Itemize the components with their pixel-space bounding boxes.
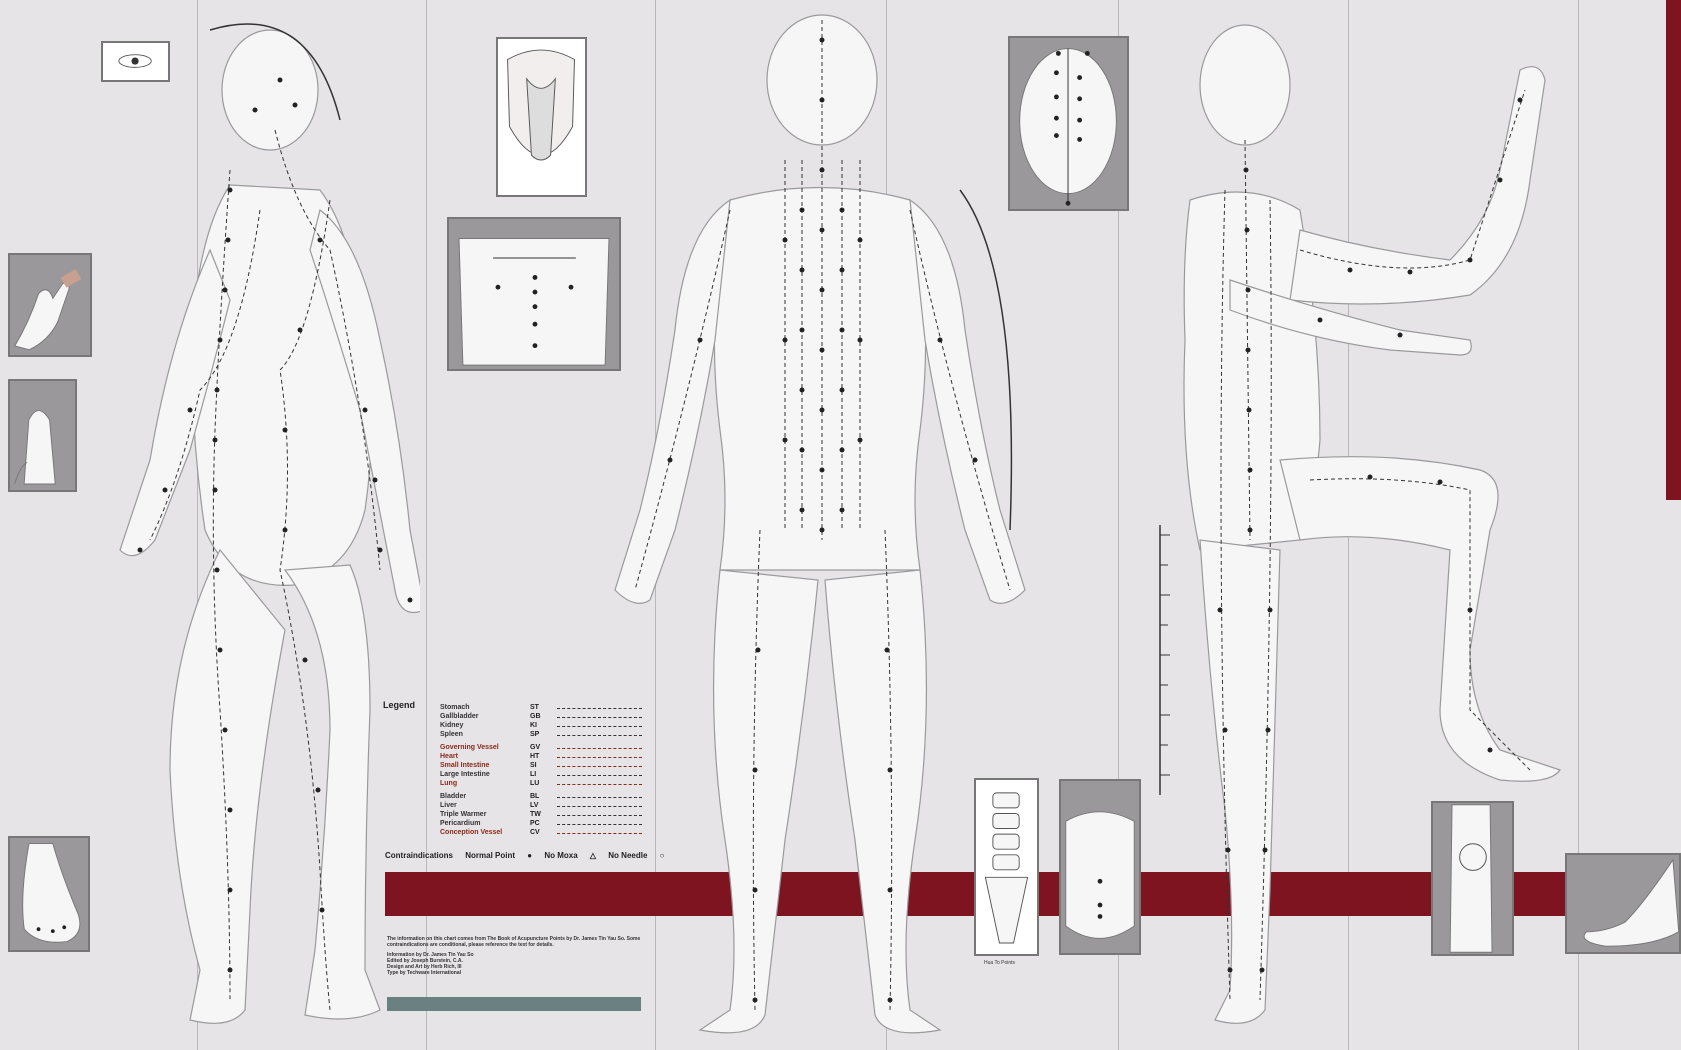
foot-inset-right <box>1565 853 1681 954</box>
legend-entry: Stomach ST <box>440 704 650 713</box>
legend-entry-abbr: GB <box>530 713 541 720</box>
head-top-inset <box>1008 36 1129 211</box>
side-view-figure <box>80 10 420 1050</box>
legend-entry: Heart HT <box>440 753 650 762</box>
legend-entry-name: Liver <box>440 802 457 809</box>
legend-title: Legend <box>383 700 415 710</box>
legend-entry-name: Stomach <box>440 704 470 711</box>
legend-entry-line <box>557 833 642 834</box>
legend-entry-abbr: LI <box>530 771 536 778</box>
credits: The information on this chart comes from… <box>387 936 642 976</box>
right-arm <box>910 200 1025 603</box>
legend-entry-name: Bladder <box>440 793 466 800</box>
legend-entry: Lung LU <box>440 780 650 789</box>
legend-entry-abbr: TW <box>530 811 541 818</box>
spine-inset <box>974 778 1039 956</box>
thumb-inset <box>8 379 77 492</box>
hua-to-caption: Hua To Points <box>984 960 1015 966</box>
legend-entry-name: Conception Vessel <box>440 829 502 836</box>
right-leg <box>825 570 940 1033</box>
legend-entry-name: Small Intestine <box>440 762 489 769</box>
legend-entry: Spleen SP <box>440 731 650 740</box>
legend-entry: Small Intestine SI <box>440 762 650 771</box>
hand-inset <box>8 253 92 357</box>
legend-entry-line <box>557 775 642 776</box>
legend-entry-line <box>557 757 642 758</box>
legend-entry-abbr: SI <box>530 762 537 769</box>
legend-entry-name: Gallbladder <box>440 713 479 720</box>
legend-entry: Gallbladder GB <box>440 713 650 722</box>
raised-leg <box>1280 457 1560 782</box>
legend-entry: Kidney KI <box>440 722 650 731</box>
measurement-ruler <box>1150 525 1190 795</box>
legend-entry-abbr: SP <box>530 731 539 738</box>
normal-point-key: Normal Point ● <box>465 851 532 860</box>
knee-inset <box>1431 801 1514 956</box>
front-leg <box>285 565 380 1019</box>
legend-entry-line <box>557 806 642 807</box>
legend-entry-name: Kidney <box>440 722 463 729</box>
legend-entry-line <box>557 748 642 749</box>
legend-entry-name: Triple Warmer <box>440 811 486 818</box>
legend-entry-abbr: HT <box>530 753 539 760</box>
credits-source: The information on this chart comes from… <box>387 936 642 948</box>
legend-entry-line <box>557 784 642 785</box>
legend-entry-line <box>557 735 642 736</box>
chest-inset <box>447 217 621 371</box>
mouth-inset <box>496 37 587 197</box>
legend-entry-abbr: GV <box>530 744 540 751</box>
left-leg <box>700 570 818 1033</box>
legend-entry-abbr: LV <box>530 802 538 809</box>
legend-entry: Conception Vessel CV <box>440 829 650 838</box>
legend-entry-name: Pericardium <box>440 820 480 827</box>
contraindications-title: Contraindications <box>385 851 453 860</box>
legend-entry-line <box>557 797 642 798</box>
legend-entry: Large Intestine LI <box>440 771 650 780</box>
legend-entry-line <box>557 717 642 718</box>
legend-entry-abbr: PC <box>530 820 540 827</box>
legend-entry-abbr: CV <box>530 829 540 836</box>
legend-entry-abbr: ST <box>530 704 539 711</box>
legend-entry-name: Governing Vessel <box>440 744 499 751</box>
legend-entry-abbr: BL <box>530 793 539 800</box>
legend-entry-line <box>557 708 642 709</box>
abdomen-inset <box>1059 779 1141 955</box>
torso <box>714 188 925 571</box>
legend-entry-name: Heart <box>440 753 458 760</box>
eye-inset <box>101 41 170 82</box>
legend-entry-abbr: KI <box>530 722 537 729</box>
legend-entry-name: Lung <box>440 780 457 787</box>
rear-leg <box>170 550 285 1023</box>
raised-arm <box>1290 67 1545 304</box>
legend-entry: Triple Warmer TW <box>440 811 650 820</box>
contraindications: Contraindications Normal Point ● No Moxa… <box>385 851 674 860</box>
standing-leg <box>1200 540 1280 1023</box>
head <box>222 30 318 150</box>
legend-entry-name: Spleen <box>440 731 463 738</box>
legend-entry-abbr: LU <box>530 780 539 787</box>
legend-entry: Pericardium PC <box>440 820 650 829</box>
no-needle-key: No Needle ○ <box>608 851 664 860</box>
credits-line: Type by Techware International <box>387 970 642 976</box>
legend-entry-line <box>557 824 642 825</box>
head <box>1200 25 1290 145</box>
left-arm <box>615 200 730 603</box>
legend-entry-line <box>557 766 642 767</box>
legend-entry: Bladder BL <box>440 793 650 802</box>
legend-entry: Governing Vessel GV <box>440 744 650 753</box>
foot-inset-left <box>8 836 90 952</box>
legend-entry: Liver LV <box>440 802 650 811</box>
footer-bar <box>387 997 641 1011</box>
legend-entry-line <box>557 815 642 816</box>
legend-entry-name: Large Intestine <box>440 771 490 778</box>
legend-entry-line <box>557 726 642 727</box>
no-moxa-key: No Moxa △ <box>544 851 596 860</box>
